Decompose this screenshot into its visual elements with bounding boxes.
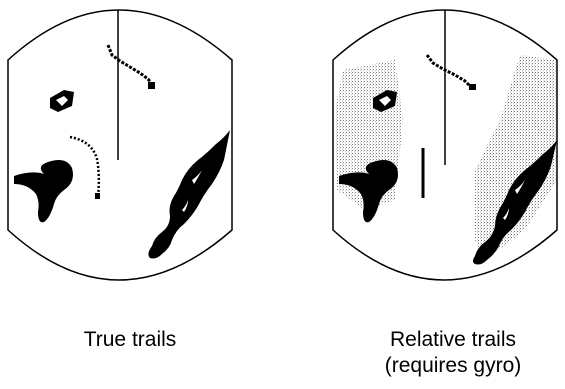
relative-trails-caption-line2: (requires gyro) [384, 354, 522, 377]
relative-trails-caption-line1: Relative trails [389, 328, 517, 351]
relative-trails-caption: Relative trails (requires gyro) [348, 327, 558, 379]
land-echo-left [14, 160, 73, 223]
target-echo-top [106, 44, 156, 88]
land-echo-right [473, 140, 557, 265]
scope-outline [7, 9, 233, 281]
land-echo-right [148, 130, 230, 259]
relative-trail-right [475, 55, 557, 260]
true-trails-radar-display [7, 9, 233, 281]
target-echo-top-head [148, 82, 155, 89]
true-trails-caption: True trails [83, 328, 177, 351]
target-echo-center-head [95, 193, 100, 199]
land-echo-left [339, 160, 398, 223]
target-trail-center [69, 135, 101, 198]
relative-trails-radar-display [332, 9, 558, 281]
target-echo-top [425, 54, 473, 89]
